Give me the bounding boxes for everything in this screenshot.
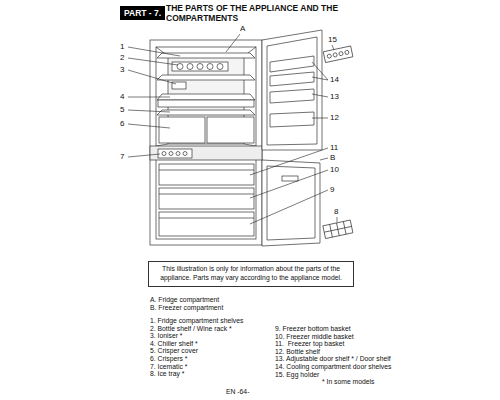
divider	[150, 146, 262, 160]
callout-number: 5	[120, 105, 124, 114]
fridge-door	[262, 30, 322, 150]
part-list-item: 6. Crispers *	[150, 355, 187, 363]
chiller-shelf	[157, 94, 255, 100]
part-list-item: 14. Cooling compartment door shelves	[275, 363, 391, 371]
door-shelf	[270, 56, 314, 72]
callout-number: 10	[330, 165, 339, 174]
callout-number: B	[330, 153, 335, 162]
callout-number: 7	[120, 152, 124, 161]
part-list-item: 10. Freezer middle basket	[275, 333, 354, 341]
part-list-item: 11. Freezer top basket	[275, 340, 344, 348]
part-list-item: 4. Chiller shelf *	[150, 340, 198, 348]
liner	[156, 47, 256, 239]
callout-number: 8	[334, 207, 338, 216]
shelf	[157, 53, 255, 58]
part-list-item: 3. Ioniser *	[150, 332, 183, 340]
door-liner	[267, 37, 317, 145]
callout-number: 3	[120, 65, 124, 74]
callout-number: 12	[330, 113, 339, 122]
part-list-item: 15. Egg holder	[275, 371, 319, 379]
icematic	[158, 149, 192, 158]
title: THE PARTS OF THE APPLIANCE AND THE COMPA…	[166, 4, 381, 24]
callout-number: 2	[120, 53, 124, 62]
callout-number: 1	[120, 42, 124, 51]
part-list-item: 13. Adjustable door shelf * / Door shelf	[275, 355, 391, 363]
part-list-item: 7. Icematic *	[150, 363, 187, 371]
freezer-basket	[159, 164, 254, 185]
egg-holder	[323, 46, 353, 63]
page-number: EN -64-	[226, 388, 249, 396]
freezer-basket	[159, 212, 254, 236]
ioniser	[172, 82, 186, 89]
footnote: * In some models	[322, 378, 375, 386]
callout-number: 11	[330, 143, 338, 152]
box-text: This illustration is only for informatio…	[153, 265, 349, 283]
callout-number: 14	[330, 75, 339, 84]
callout-number: 6	[120, 119, 124, 128]
crisper	[207, 117, 254, 143]
note-box: This illustration is only for informatio…	[148, 261, 354, 287]
part-list-item: 1. Fridge compartment shelves	[150, 317, 243, 325]
box-text: PART - 7.	[124, 8, 161, 18]
callout-number: 13	[330, 92, 339, 101]
bottle-shelf	[270, 112, 314, 127]
callout-number: 9	[330, 185, 334, 194]
callout-number: 4	[120, 92, 124, 101]
callout-number: 15	[328, 35, 337, 44]
shelf	[157, 75, 255, 80]
leader-lines	[128, 34, 337, 224]
wine-rack	[172, 62, 228, 71]
legend-item: A. Fridge compartment	[150, 296, 219, 304]
door-shelf	[270, 72, 314, 86]
door-handle	[282, 176, 298, 181]
freezer-basket	[159, 188, 254, 209]
door-shelf	[270, 89, 314, 103]
part-list-item: 2. Bottle shelf / Wine rack *	[150, 325, 232, 333]
part-list-item: 8. Ice tray *	[150, 370, 184, 378]
crisper-cover	[157, 110, 255, 115]
legend-item: B. Freezer compartment	[150, 304, 223, 312]
cabinet	[150, 40, 262, 245]
part-list-item: 5. Crisper cover	[150, 347, 198, 355]
ice-tray	[323, 220, 353, 239]
part-list-item: 9. Freezer bottom basket	[275, 325, 351, 333]
freezer-door	[262, 160, 320, 246]
callout-number: A	[240, 24, 245, 33]
part-list-item: 12. Bottle shelf	[275, 348, 320, 356]
chiller-drawer	[158, 100, 254, 107]
part-badge: PART - 7.	[120, 6, 165, 20]
crisper	[159, 117, 205, 143]
